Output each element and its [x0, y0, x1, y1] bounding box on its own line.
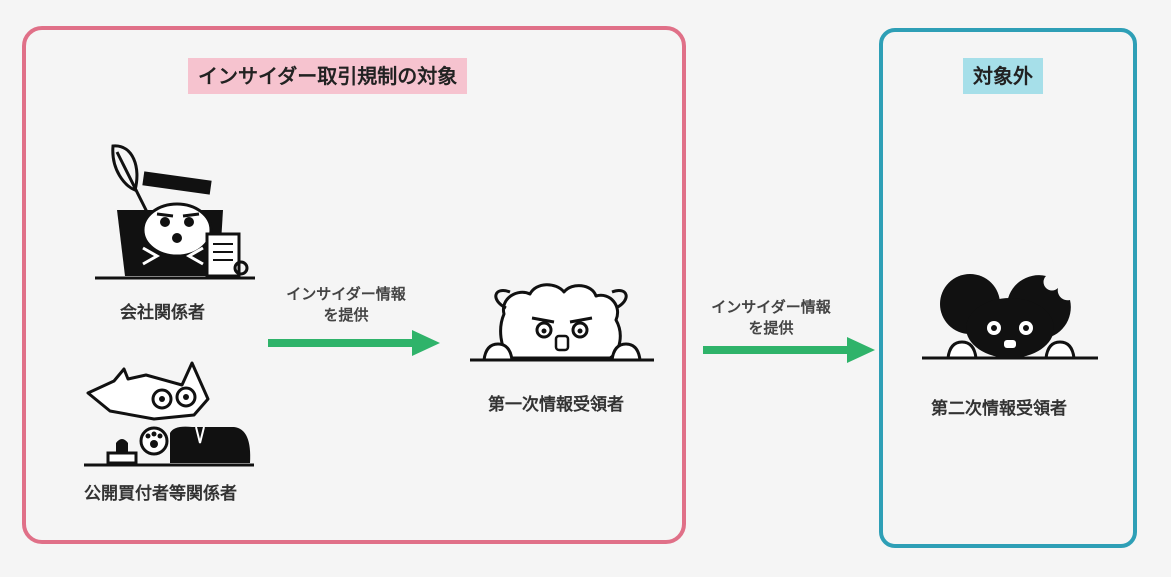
arrow-2-label: インサイダー情報 を提供	[693, 297, 849, 339]
arrow-1-label: インサイダー情報 を提供	[268, 284, 424, 326]
arrow-2-label-line2: を提供	[748, 319, 794, 337]
second-recipient-label: 第二次情報受領者	[931, 399, 1067, 419]
arrow-2-label-line1: インサイダー情報	[711, 298, 831, 316]
first-recipient-icon	[470, 283, 654, 362]
tender-offer-insider-icon	[84, 361, 254, 467]
insider-regulation-group	[22, 26, 686, 544]
company-insider-icon	[95, 144, 255, 280]
arrow-1-label-line2: を提供	[323, 306, 369, 324]
excluded-group-title: 対象外	[963, 58, 1043, 94]
target-group-title: インサイダー取引規制の対象	[188, 58, 468, 94]
arrow-2	[703, 337, 875, 363]
excluded-group	[879, 28, 1137, 548]
second-recipient-icon	[922, 274, 1098, 360]
company-insider-label: 会社関係者	[120, 303, 205, 323]
arrow-1-label-line1: インサイダー情報	[286, 285, 406, 303]
tender-offer-insider-label: 公開買付者等関係者	[84, 484, 237, 504]
arrow-1	[268, 330, 440, 356]
first-recipient-label: 第一次情報受領者	[488, 395, 624, 415]
